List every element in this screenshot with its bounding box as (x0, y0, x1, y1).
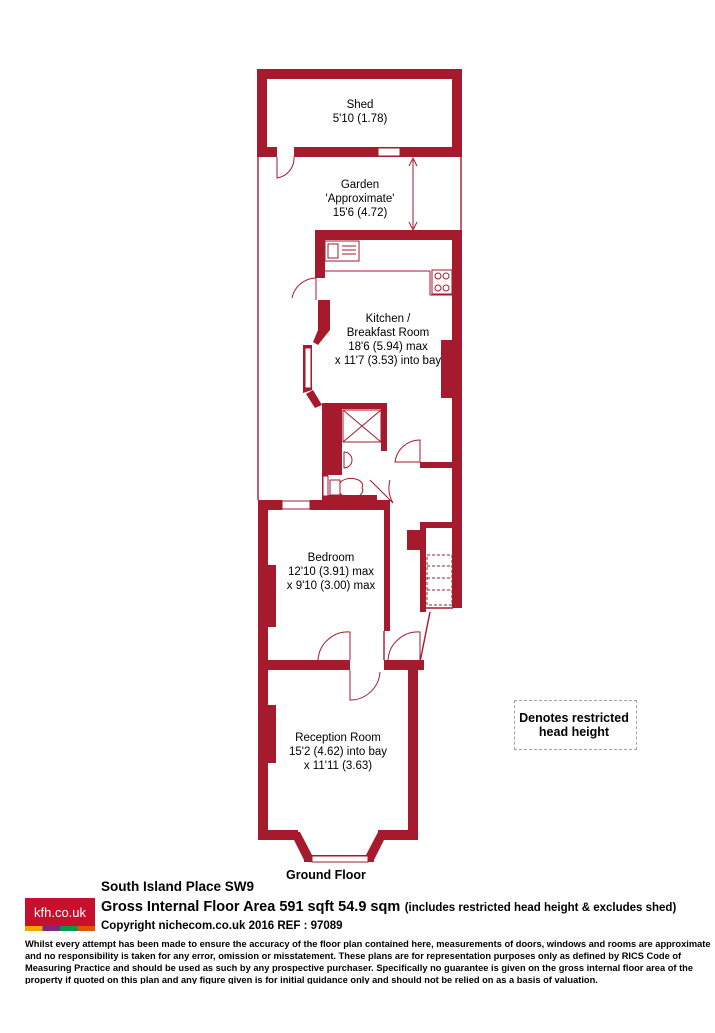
room-dims: 15'2 (4.62) into bay (288, 746, 388, 758)
kfh-logo: kfh.co.uk (25, 898, 95, 931)
kitchen-wall-bottom (322, 403, 384, 409)
shed-door-swing (276, 156, 295, 179)
room-label-garden: Garden 'Approximate' 15'6 (4.72) (305, 178, 415, 220)
reception-door-swing (349, 670, 381, 701)
shed-wall-bottom (257, 147, 277, 157)
bathroom-wall (322, 403, 342, 475)
reception-bay-wall (290, 832, 312, 860)
bedroom-wall-bottom (258, 660, 350, 670)
kitchen-wall-right (452, 230, 462, 608)
room-dims: 18'6 (5.94) max (348, 341, 428, 353)
bedroom-window (281, 500, 311, 510)
hob (431, 269, 453, 295)
legend-text: Denotes restricted head height (508, 711, 640, 739)
front-door-swing (387, 631, 421, 661)
floor-plan (257, 69, 462, 863)
room-name: Kitchen / (365, 313, 411, 325)
floor-area-main: Gross Internal Floor Area 591 sqft 54.9 … (101, 899, 401, 915)
reception-wall-bottom (378, 830, 418, 840)
floor-area: Gross Internal Floor Area 591 sqft 54.9 … (101, 898, 676, 916)
reception-pier (268, 705, 276, 763)
bedroom-wall-bottom (384, 660, 424, 670)
room-note: 'Approximate' (325, 193, 395, 205)
room-name: Reception Room (295, 732, 381, 744)
room-name: Garden (340, 179, 380, 191)
stairs (426, 554, 453, 606)
shed-window (377, 147, 401, 157)
kitchen-wall-top (315, 230, 462, 240)
property-address: South Island Place SW9 (101, 879, 255, 894)
room-name-2: Breakfast Room (346, 327, 430, 339)
hall-wall (420, 522, 462, 528)
room-label-reception: Reception Room 15'2 (4.62) into bay x 11… (278, 731, 398, 773)
kitchen-bay-wall (306, 390, 322, 408)
room-name: Shed (346, 99, 374, 111)
bathroom-window (322, 475, 329, 497)
hall-door-swing (394, 439, 421, 463)
logo-text: kfh.co.uk (34, 905, 87, 920)
hall-wall (420, 462, 462, 468)
floor-name: Ground Floor (286, 868, 366, 882)
bedroom-wall-top (310, 500, 390, 510)
legend-dashed-box (514, 700, 637, 750)
shed-wall-right (452, 69, 462, 157)
shed-wall-top (257, 69, 462, 79)
bedroom-wall-left (258, 500, 268, 670)
reception-window (311, 855, 369, 863)
kitchen-wall-left (315, 230, 325, 278)
hall-wall (420, 522, 426, 612)
stair-door-swing (409, 531, 427, 551)
basin (343, 451, 353, 469)
kitchen-pier (441, 340, 452, 398)
bedroom-wall-top (258, 500, 282, 510)
kitchen-bay-wall (313, 300, 330, 345)
bathroom-wall (381, 403, 387, 451)
reception-wall-bottom (258, 830, 298, 840)
room-dims: 12'10 (3.91) max (288, 566, 374, 578)
room-dims-2: x 9'10 (3.00) max (286, 580, 376, 592)
room-name: Bedroom (307, 552, 355, 564)
legend-line-1: Denotes restricted (519, 711, 629, 725)
floor-area-note: (includes restricted head height & exclu… (404, 902, 677, 914)
disclaimer: Whilst every attempt has been made to en… (25, 939, 711, 984)
kitchen-door-swing (291, 277, 317, 300)
shed-wall-left (257, 69, 267, 157)
room-label-kitchen: Kitchen / Breakfast Room 18'6 (5.94) max… (318, 312, 458, 368)
bath-door-swing (369, 479, 394, 504)
sink-unit (324, 240, 360, 262)
shower (342, 409, 382, 443)
room-dims-2: x 11'11 (3.63) (303, 760, 373, 772)
reception-bay-wall (366, 832, 388, 860)
bedroom-door-swing (317, 631, 351, 661)
legend-line-2: head height (538, 725, 610, 739)
room-label-bedroom: Bedroom 12'10 (3.91) max x 9'10 (3.00) m… (276, 551, 386, 593)
room-dims: 5'10 (1.78) (332, 113, 388, 125)
toilet (329, 477, 364, 499)
hall-wall (384, 501, 390, 631)
reception-wall-right (408, 662, 418, 838)
room-dims: 15'6 (4.72) (332, 207, 388, 219)
bedroom-pier (268, 565, 276, 627)
reception-wall-left (258, 660, 268, 840)
copyright: Copyright nichecom.co.uk 2016 REF : 9708… (101, 920, 343, 932)
room-dims-2: x 11'7 (3.53) into bay (334, 355, 442, 367)
kitchen-window (304, 347, 312, 389)
room-label-shed: Shed 5'10 (1.78) (310, 98, 410, 126)
